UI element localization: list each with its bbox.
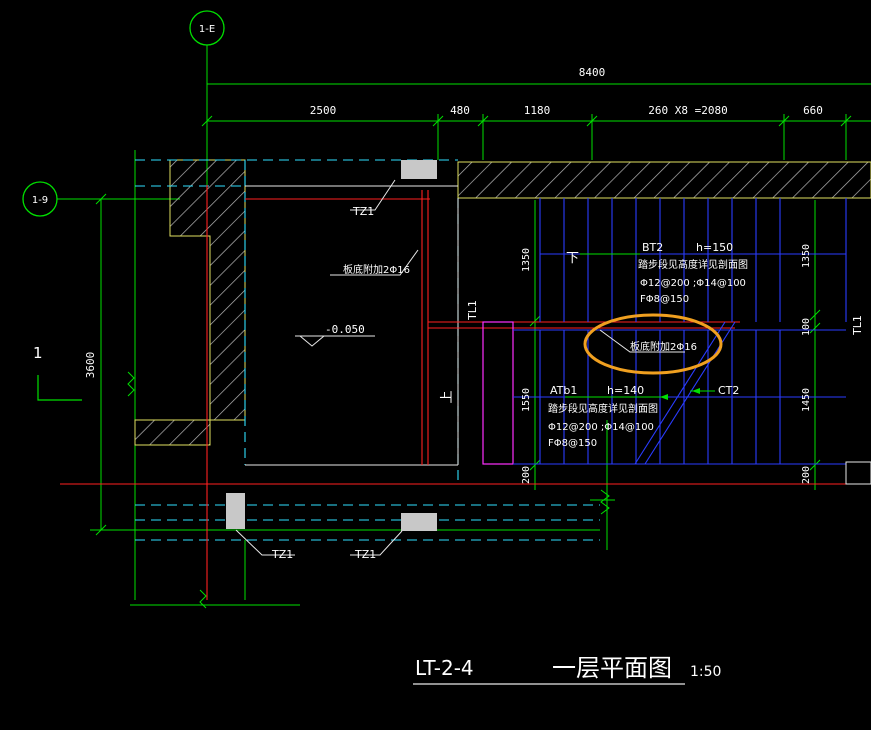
dim-seg-4: 260 X8 =2080	[648, 104, 727, 117]
section-mark	[37, 375, 82, 401]
right-column	[845, 461, 871, 485]
tz1-label-top: TZ1	[352, 205, 374, 218]
axis-label-1-e: 1-E	[199, 24, 215, 35]
ct2-label: CT2	[718, 384, 739, 397]
leader-lines	[235, 179, 685, 556]
axis-bubble-1-9: 1-9	[22, 181, 58, 217]
walls	[134, 159, 871, 446]
tz1-label-bottom-right: TZ1	[354, 548, 376, 561]
bt2-rebar: Φ12@200 ;Φ14@100	[640, 278, 746, 289]
arrow-head-down	[660, 394, 668, 400]
dim-right-200: 200	[801, 466, 812, 484]
dimension-lines	[90, 80, 871, 606]
bt2-name: BT2	[642, 241, 663, 254]
elevation-label: -0.050	[325, 323, 365, 336]
atb1-note: 踏步段见高度详见剖面图	[548, 402, 658, 415]
dim-seg-3: 1180	[524, 104, 551, 117]
dim-right-100: 100	[801, 318, 812, 336]
dim-left-200: 200	[521, 466, 532, 484]
bt2-h: h=150	[696, 241, 733, 254]
section-mark-label: 1	[33, 344, 43, 362]
atb1-h: h=140	[607, 384, 644, 397]
dim-left-1550: 1550	[521, 388, 532, 412]
dim-overall: 8400	[579, 66, 606, 79]
axis-bubble-1-e: 1-E	[189, 10, 225, 46]
bt2-dist: FΦ8@150	[640, 294, 689, 305]
tz1-column-top	[401, 160, 437, 179]
atb1-name: ATb1	[550, 384, 577, 397]
tl1-label-right: TL1	[851, 315, 864, 336]
dim-right-1350: 1350	[801, 244, 812, 268]
tl1-label-left: TL1	[466, 300, 479, 321]
dim-outer-3600: 3600	[84, 352, 97, 379]
dim-seg-1: 2500	[310, 104, 337, 117]
up-label: 上	[440, 390, 455, 403]
drawing-code: LT-2-4	[415, 656, 474, 680]
tz1-column-bottom-left	[226, 493, 245, 529]
bt2-note: 踏步段见高度详见剖面图	[638, 258, 748, 271]
elevation-marker	[295, 335, 375, 347]
axis-label-1-9: 1-9	[32, 195, 48, 206]
tz1-column-bottom-right	[401, 513, 437, 531]
break-marks	[127, 371, 610, 609]
rebar-note-left: 板底附加2Φ16	[343, 263, 410, 276]
dim-seg-2: 480	[450, 104, 470, 117]
tz1-label-bottom-left: TZ1	[271, 548, 293, 561]
dim-right-1450: 1450	[801, 388, 812, 412]
arrow-head-ct2	[692, 388, 700, 394]
drawing-name: 一层平面图	[552, 654, 672, 682]
dim-left-1350: 1350	[521, 248, 532, 272]
tl1-beam-left	[482, 321, 514, 465]
drawing-scale: 1:50	[690, 664, 721, 680]
down-label: 下	[566, 251, 579, 266]
red-axis-lines	[60, 185, 871, 600]
dim-seg-5: 660	[803, 104, 823, 117]
rebar-note-highlight: 板底附加2Φ16	[630, 340, 697, 353]
atb1-rebar: Φ12@200 ;Φ14@100	[548, 422, 654, 433]
atb1-dist: FΦ8@150	[548, 438, 597, 449]
highlight-ellipse	[583, 313, 723, 375]
